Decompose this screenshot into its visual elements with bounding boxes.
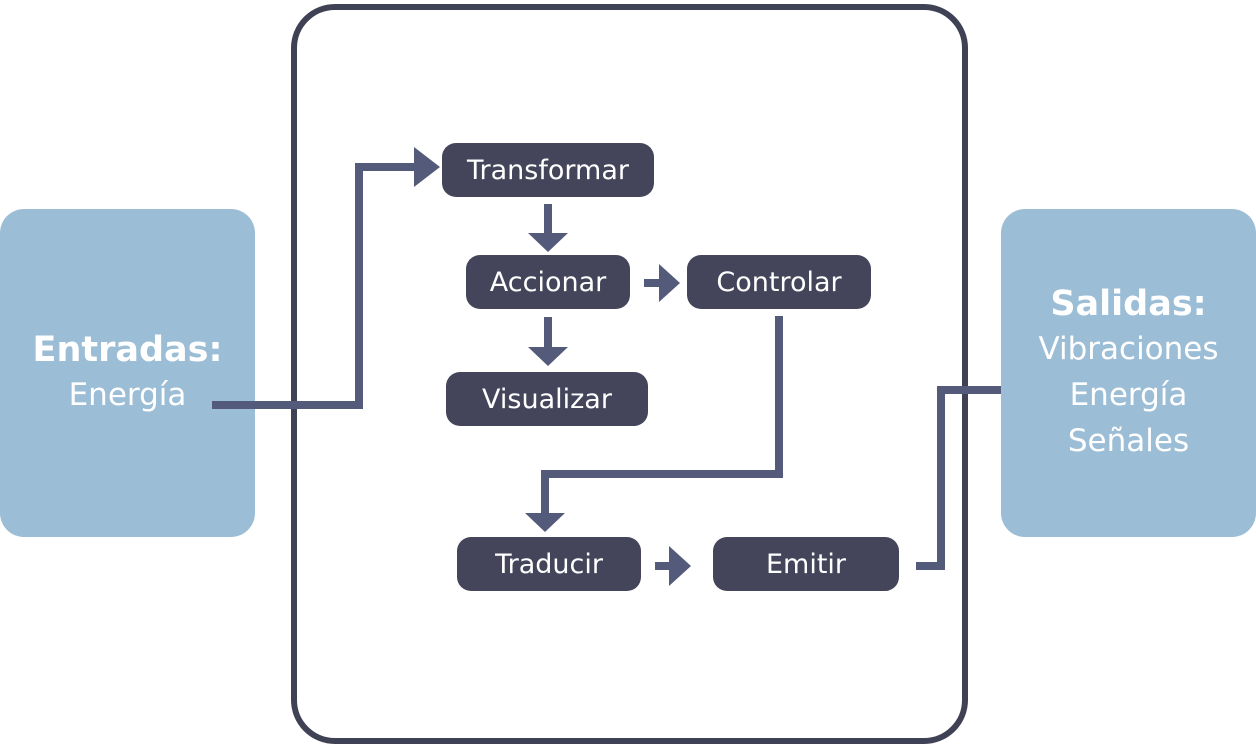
outputs-title: Salidas: (1050, 284, 1207, 324)
input-item-energia: Energía (68, 377, 187, 413)
inputs-title: Entradas: (32, 330, 223, 370)
step-controlar: Controlar (687, 255, 871, 309)
output-item-energia: Energía (1069, 377, 1188, 413)
inputs-box: Entradas: Energía (0, 209, 255, 537)
step-traducir: Traducir (457, 537, 641, 591)
outputs-box: Salidas: Vibraciones Energía Señales (1001, 209, 1256, 537)
step-transformar: Transformar (442, 143, 654, 197)
step-emitir: Emitir (713, 537, 899, 591)
step-accionar: Accionar (466, 255, 630, 309)
step-visualizar: Visualizar (446, 372, 648, 426)
output-item-vibraciones: Vibraciones (1038, 331, 1219, 367)
output-item-senales: Señales (1067, 423, 1190, 459)
